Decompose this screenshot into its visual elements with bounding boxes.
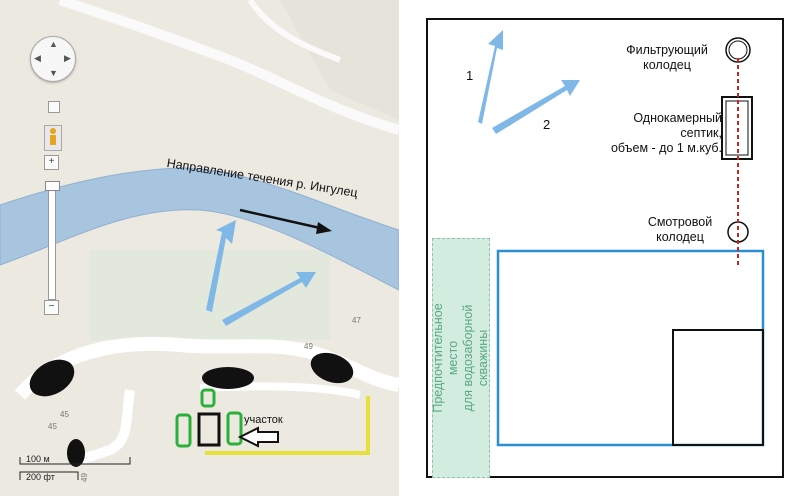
arrow-1-label: 1 <box>466 68 474 83</box>
plot-pointer-arrow <box>237 426 279 448</box>
map-base <box>0 0 399 467</box>
inspection-well-label: Смотровой колодец <box>647 215 713 244</box>
flow-arrow-head <box>316 222 332 234</box>
inspection-well-icon <box>727 221 749 243</box>
marker-septic <box>197 412 221 447</box>
zoom-slider-thumb[interactable] <box>45 181 60 191</box>
preferred-well-place: Предпочтительное место для водозаборной … <box>431 238 490 478</box>
blot <box>310 352 354 384</box>
map-panel[interactable]: Направление течения р. Ингулец участок 4… <box>0 0 399 496</box>
house-number: 45 <box>48 422 57 431</box>
marker-filter-well <box>200 388 216 408</box>
marker-inspection <box>226 411 243 446</box>
map-scale: 100 м 200 фт <box>18 454 133 486</box>
lower-road-branch <box>78 389 135 465</box>
river <box>0 167 399 291</box>
flow-arrow-shaft <box>239 208 321 230</box>
preferred-well-label: Предпочтительное место для водозаборной … <box>431 303 490 413</box>
street-view-dot-icon[interactable] <box>48 101 60 113</box>
zoom-in-button[interactable]: + <box>44 155 59 170</box>
upper-road <box>58 0 399 135</box>
marker-well <box>175 413 192 448</box>
direction-arrow-2 <box>222 272 316 326</box>
pan-left-icon[interactable]: ◀ <box>34 53 41 63</box>
pan-up-icon[interactable]: ▲ <box>49 39 58 49</box>
pan-control[interactable]: ▲ ▼ ◀ ▶ <box>30 36 76 82</box>
blot <box>29 359 75 397</box>
septic-label: Однокамерный септик, объем - до 1 м.куб. <box>610 111 722 155</box>
plot-border <box>496 249 765 447</box>
filter-well-inner <box>728 40 748 60</box>
house-number: 45 <box>60 410 69 419</box>
arrow-2-label: 2 <box>543 117 551 132</box>
plot-boundary <box>205 396 370 455</box>
pan-right-icon[interactable]: ▶ <box>64 53 71 63</box>
direction-arrow-1 <box>206 220 236 312</box>
filter-well-label: Фильтрующий колодец <box>626 43 708 72</box>
upper-road-2 <box>247 0 342 63</box>
zoom-out-button[interactable]: − <box>44 300 59 315</box>
scale-feet: 200 фт <box>26 472 55 482</box>
blot <box>202 367 254 389</box>
pegman-icon[interactable] <box>44 125 62 151</box>
pan-down-icon[interactable]: ▼ <box>49 68 58 78</box>
scale-meters: 100 м <box>26 454 50 464</box>
house-number: 49 <box>304 342 313 351</box>
blot <box>67 439 85 467</box>
house-number: 47 <box>352 316 361 325</box>
scheme-arrow-1 <box>478 30 503 124</box>
scheme-arrow-2 <box>492 80 580 134</box>
plot-label: участок <box>244 414 283 426</box>
house <box>672 329 764 446</box>
